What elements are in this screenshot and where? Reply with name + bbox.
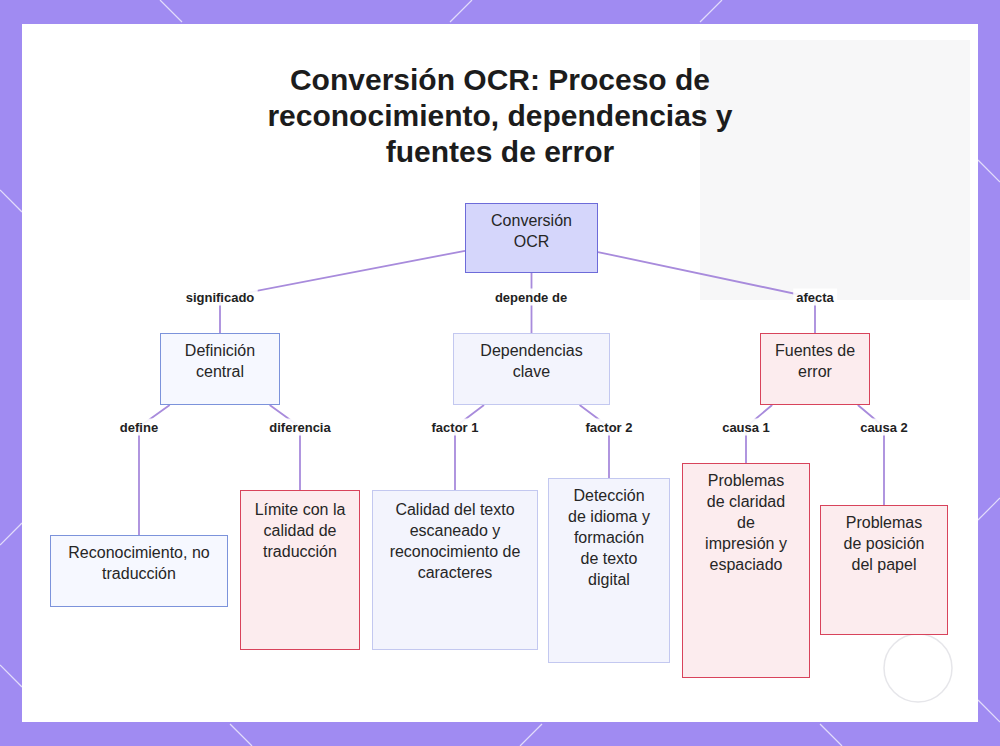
concept-box: Problemas de claridad de impresión y esp… — [682, 463, 810, 678]
edge-label: causa 1 — [719, 419, 773, 436]
edge-label: factor 1 — [429, 419, 482, 436]
frame-line — [520, 724, 542, 746]
edge-label: causa 2 — [857, 419, 911, 436]
concept-box: Conversión OCR — [465, 203, 598, 273]
frame-line — [978, 160, 1000, 182]
edge-label: depende de — [492, 289, 570, 306]
box-text: Dependencias clave — [472, 340, 592, 382]
box-text: Problemas de claridad de impresión y esp… — [704, 470, 788, 575]
frame-line — [230, 724, 252, 746]
box-text: Definición central — [170, 340, 270, 382]
frame-line — [978, 498, 1000, 520]
box-text: Detección de idioma y formación de texto… — [563, 485, 655, 590]
box-text: Límite con la calidad de traducción — [252, 499, 348, 562]
frame-line — [978, 700, 1000, 722]
concept-box: Fuentes de error — [760, 333, 870, 405]
concept-box: Calidad del texto escaneado y reconocimi… — [372, 490, 538, 650]
concept-box: Dependencias clave — [453, 333, 610, 405]
white-panel — [22, 24, 978, 722]
blurred-photo — [700, 40, 970, 300]
diagram-title: Conversión OCR: Proceso de reconocimient… — [230, 62, 770, 170]
concept-box: Problemas de posición del papel — [820, 505, 948, 635]
frame-line — [450, 0, 472, 22]
frame-line — [160, 0, 182, 22]
edge-label: factor 2 — [583, 419, 636, 436]
concept-box: Límite con la calidad de traducción — [240, 490, 360, 650]
corner-badge — [884, 634, 952, 702]
concept-box: Reconocimiento, no traducción — [50, 535, 228, 607]
frame-line — [700, 0, 722, 22]
edge-label: define — [117, 419, 161, 436]
edge-label: significado — [183, 289, 258, 306]
box-text: Calidad del texto escaneado y reconocimi… — [385, 499, 525, 583]
frame-line — [0, 523, 22, 545]
connector-line — [598, 252, 815, 333]
concept-box: Detección de idioma y formación de texto… — [548, 478, 670, 663]
box-text: Fuentes de error — [772, 340, 858, 382]
frame-line — [0, 665, 22, 687]
edge-label: diferencia — [266, 419, 333, 436]
concept-box: Definición central — [160, 333, 280, 405]
box-text: Reconocimiento, no traducción — [64, 542, 214, 584]
frame-line — [0, 190, 22, 212]
box-text: Conversión OCR — [482, 210, 582, 252]
connector-line — [580, 405, 609, 478]
edge-label: afecta — [793, 289, 837, 306]
box-text: Problemas de posición del papel — [839, 512, 929, 575]
frame-line — [820, 724, 842, 746]
